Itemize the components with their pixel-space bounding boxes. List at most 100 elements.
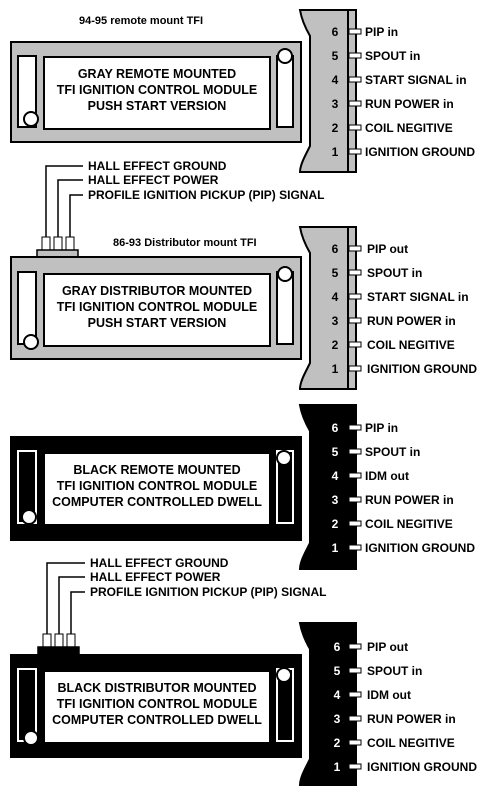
pin-number: 6 <box>332 242 339 256</box>
pin-terminal <box>348 293 362 300</box>
stator-terminal <box>41 236 51 252</box>
pin-label: START SIGNAL in <box>365 73 467 87</box>
mount-hole <box>276 667 292 683</box>
pin-terminal <box>348 28 362 35</box>
stator-terminal <box>53 236 63 252</box>
mount-hole <box>23 111 39 127</box>
pin-terminal <box>348 448 362 455</box>
pin-number: 4 <box>332 73 339 87</box>
pin-terminal <box>348 472 362 479</box>
mount-hole <box>23 730 39 746</box>
pin-label: RUN POWER in <box>365 97 454 111</box>
pin-label: RUN POWER in <box>365 493 454 507</box>
wire-lead <box>45 165 83 242</box>
module-gray-remote: 94-95 remote mount TFI GRAY REMOTE MOUNT… <box>10 9 476 173</box>
module-title-line: TFI IGNITION CONTROL MODULE <box>57 479 257 493</box>
pin-number: 6 <box>334 640 341 654</box>
pin-terminal <box>348 269 362 276</box>
pin-number: 2 <box>332 517 339 531</box>
stator-connector-base <box>37 646 80 655</box>
connector-flange <box>347 622 357 786</box>
pin-label: COIL NEGITIVE <box>367 338 455 352</box>
pin-terminal <box>348 76 362 83</box>
pin-number: 4 <box>334 688 341 702</box>
pin-number: 1 <box>334 760 341 774</box>
pin-number: 1 <box>332 541 339 555</box>
module-title-line: BLACK REMOTE MOUNTED <box>73 463 240 477</box>
wire-lead <box>58 576 85 640</box>
pin-number: 2 <box>334 736 341 750</box>
pin-terminal <box>348 245 362 252</box>
pin-terminal <box>348 520 362 527</box>
module-title-line: COMPUTER CONTROLLED DWELL <box>52 713 262 727</box>
pin-label: PIP out <box>367 242 408 256</box>
label-panel <box>43 452 271 526</box>
wire-lead <box>57 179 83 242</box>
module-title-line: GRAY REMOTE MOUNTED <box>78 67 236 81</box>
pin-label: IGNITION GROUND <box>365 145 475 159</box>
connector-housing <box>298 9 349 173</box>
pin-number: 4 <box>332 290 339 304</box>
pin-terminal <box>348 715 362 722</box>
connector-pins: 6 PIP out 5 SPOUT in 4 IDM out 3 RUN POW… <box>334 640 478 774</box>
pin-label: PIP in <box>365 25 398 39</box>
stator-connector-base <box>36 249 79 258</box>
label-panel <box>43 273 271 347</box>
pin-label: COIL NEGITIVE <box>367 736 455 750</box>
wire-label: PROFILE IGNITION PICKUP (PIP) SIGNAL <box>88 188 324 202</box>
connector-pins: 6 PIP out 5 SPOUT in 4 START SIGNAL in 3… <box>332 242 478 376</box>
pin-number: 5 <box>334 664 341 678</box>
module-title-line: GRAY DISTRIBUTOR MOUNTED <box>62 284 252 298</box>
module-header: 94-95 remote mount TFI <box>79 15 203 27</box>
pin-number: 1 <box>332 145 339 159</box>
wire-lead <box>69 194 83 242</box>
pin-label: START SIGNAL in <box>367 290 469 304</box>
pin-label: SPOUT in <box>367 664 422 678</box>
connector-pins: 6 PIP in 5 SPOUT in 4 START SIGNAL in 3 … <box>332 25 476 159</box>
right-mount-slot <box>276 271 294 345</box>
mount-hole <box>21 509 37 525</box>
pin-label: RUN POWER in <box>367 712 456 726</box>
pin-terminal <box>348 148 362 155</box>
module-title-line: PUSH START VERSION <box>88 99 227 113</box>
pin-number: 3 <box>334 712 341 726</box>
pin-number: 2 <box>332 338 339 352</box>
pin-number: 6 <box>332 25 339 39</box>
connector-pins: 6 PIP in 5 SPOUT in 4 IDM out 3 RUN POWE… <box>332 421 476 555</box>
connector-housing <box>298 226 349 390</box>
pin-number: 5 <box>332 49 339 63</box>
module-gray-distributor: HALL EFFECT GROUND HALL EFFECT POWER PRO… <box>10 159 478 390</box>
stator-terminal <box>65 236 75 252</box>
pin-terminal <box>348 124 362 131</box>
pin-label: SPOUT in <box>365 445 420 459</box>
pin-terminal <box>348 739 362 746</box>
connector-flange <box>347 404 357 570</box>
left-mount-slot <box>17 668 37 742</box>
pin-terminal <box>348 317 362 324</box>
pin-number: 3 <box>332 314 339 328</box>
pin-label: COIL NEGITIVE <box>365 121 453 135</box>
pin-label: SPOUT in <box>365 49 420 63</box>
module-title-line: TFI IGNITION CONTROL MODULE <box>57 300 257 314</box>
label-panel <box>43 56 271 130</box>
wire-label: HALL EFFECT POWER <box>90 570 221 584</box>
mount-hole <box>276 450 292 466</box>
right-mount-slot <box>276 55 294 128</box>
mount-hole <box>23 334 39 350</box>
module-title-line: COMPUTER CONTROLLED DWELL <box>52 495 262 509</box>
pin-label: PIP out <box>367 640 408 654</box>
connector-housing <box>298 404 349 570</box>
mount-hole <box>277 266 293 282</box>
pin-terminal <box>348 643 362 650</box>
pin-number: 3 <box>332 493 339 507</box>
pin-number: 4 <box>332 469 339 483</box>
pin-number: 3 <box>332 97 339 111</box>
pin-label: RUN POWER in <box>367 314 456 328</box>
pin-terminal <box>348 365 362 372</box>
stator-terminal <box>54 633 64 649</box>
pin-label: IGNITION GROUND <box>367 760 477 774</box>
connector-housing <box>298 622 349 786</box>
pin-label: IDM out <box>367 688 411 702</box>
connector-flange <box>347 226 357 390</box>
